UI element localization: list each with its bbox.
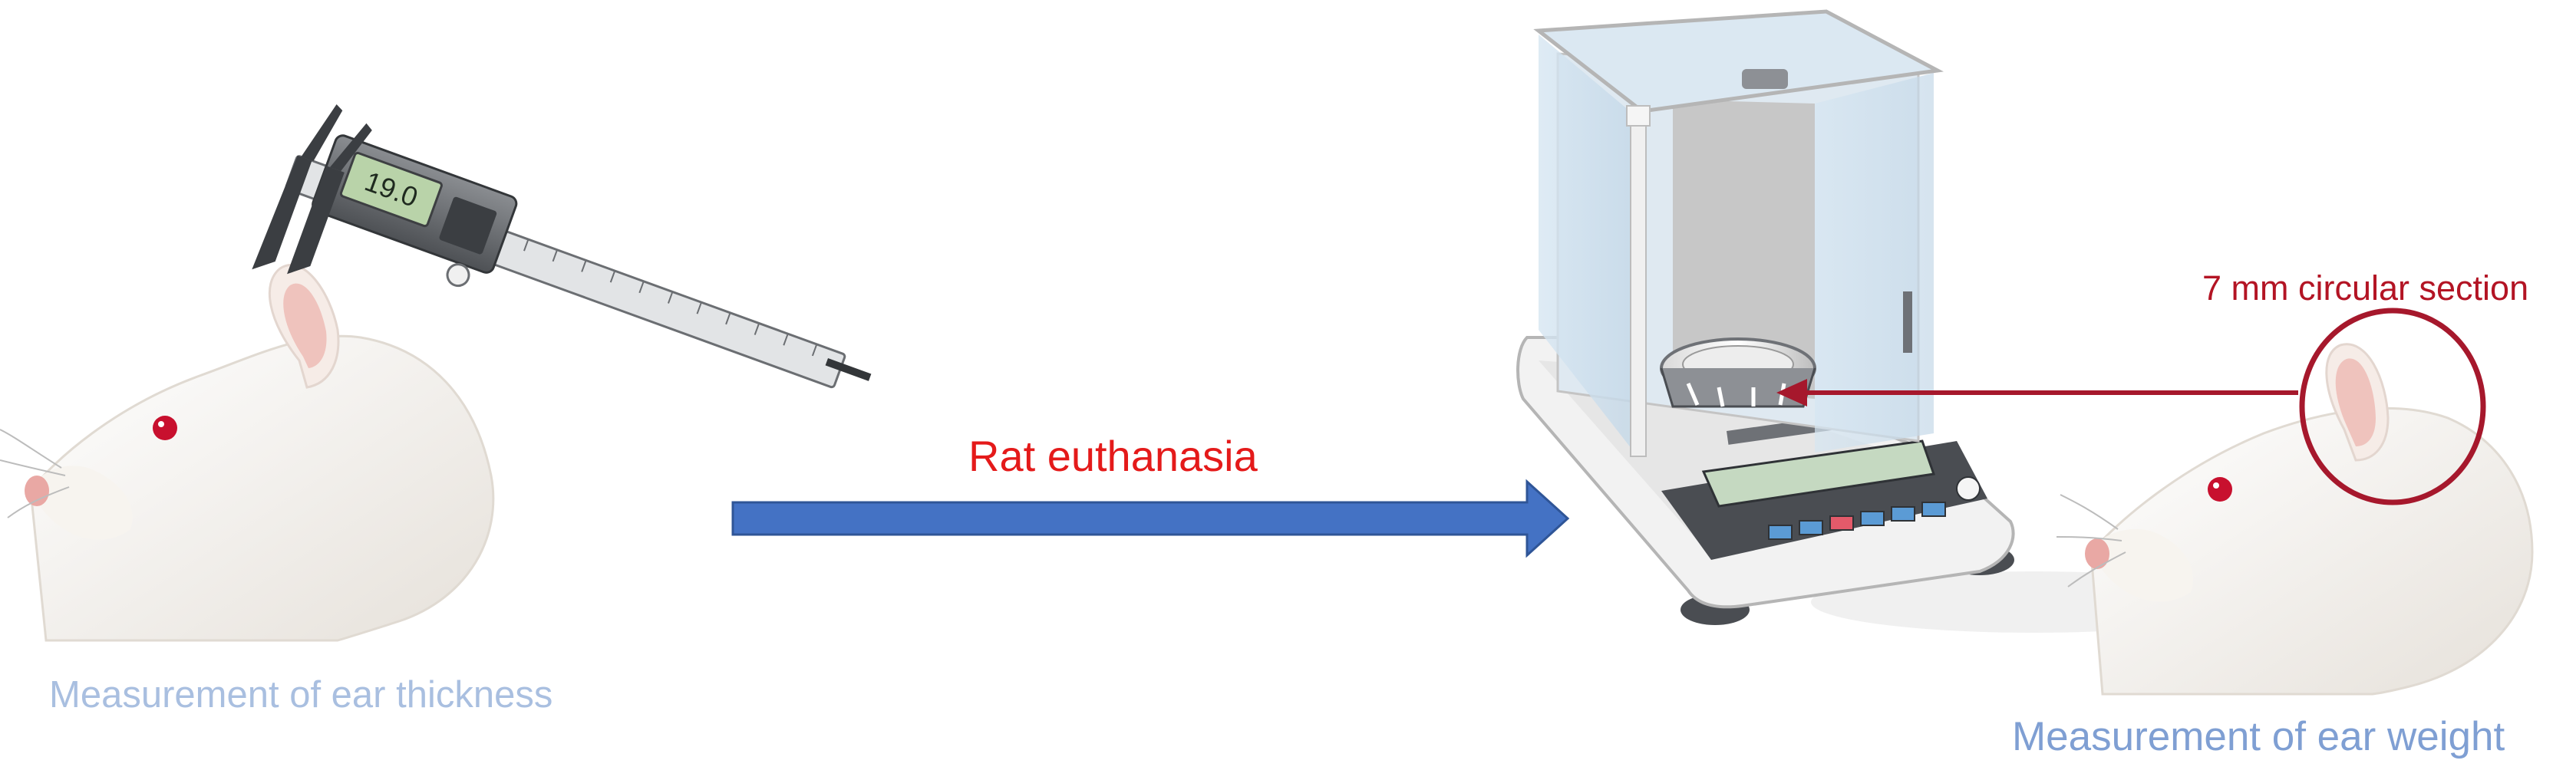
rat-eye xyxy=(153,416,177,440)
section-label: 7 mm circular section xyxy=(2202,268,2529,308)
balance-knob xyxy=(1956,476,1981,501)
rat-nose xyxy=(2085,538,2109,569)
flow-arrow xyxy=(731,479,1570,558)
draft-shield-top xyxy=(1533,9,1944,114)
analytical-balance xyxy=(1516,9,2256,633)
section-circle xyxy=(2299,308,2486,505)
rat-nose xyxy=(25,476,49,506)
step-label-euthanasia: Rat euthanasia xyxy=(968,432,1258,480)
caliper-jaw-fixed xyxy=(252,155,312,270)
caliper-thumb-wheel xyxy=(446,263,470,288)
rat-eye xyxy=(2208,477,2232,502)
caliper-display xyxy=(339,152,443,228)
caliper-jaw-sliding xyxy=(287,166,345,275)
draft-shield-left xyxy=(1539,35,1634,453)
caption-ear-weight: Measurement of ear weight xyxy=(2012,714,2505,759)
draft-shield-right xyxy=(1815,73,1934,453)
rat-left xyxy=(0,263,495,642)
rat-right xyxy=(2056,308,2534,696)
digital-caliper: 19.0 xyxy=(252,104,872,389)
balance-display xyxy=(1701,439,1936,508)
balance-buttons xyxy=(1768,502,1946,540)
pointer-arrow xyxy=(1776,379,2298,406)
caption-ear-thickness: Measurement of ear thickness xyxy=(49,674,553,716)
